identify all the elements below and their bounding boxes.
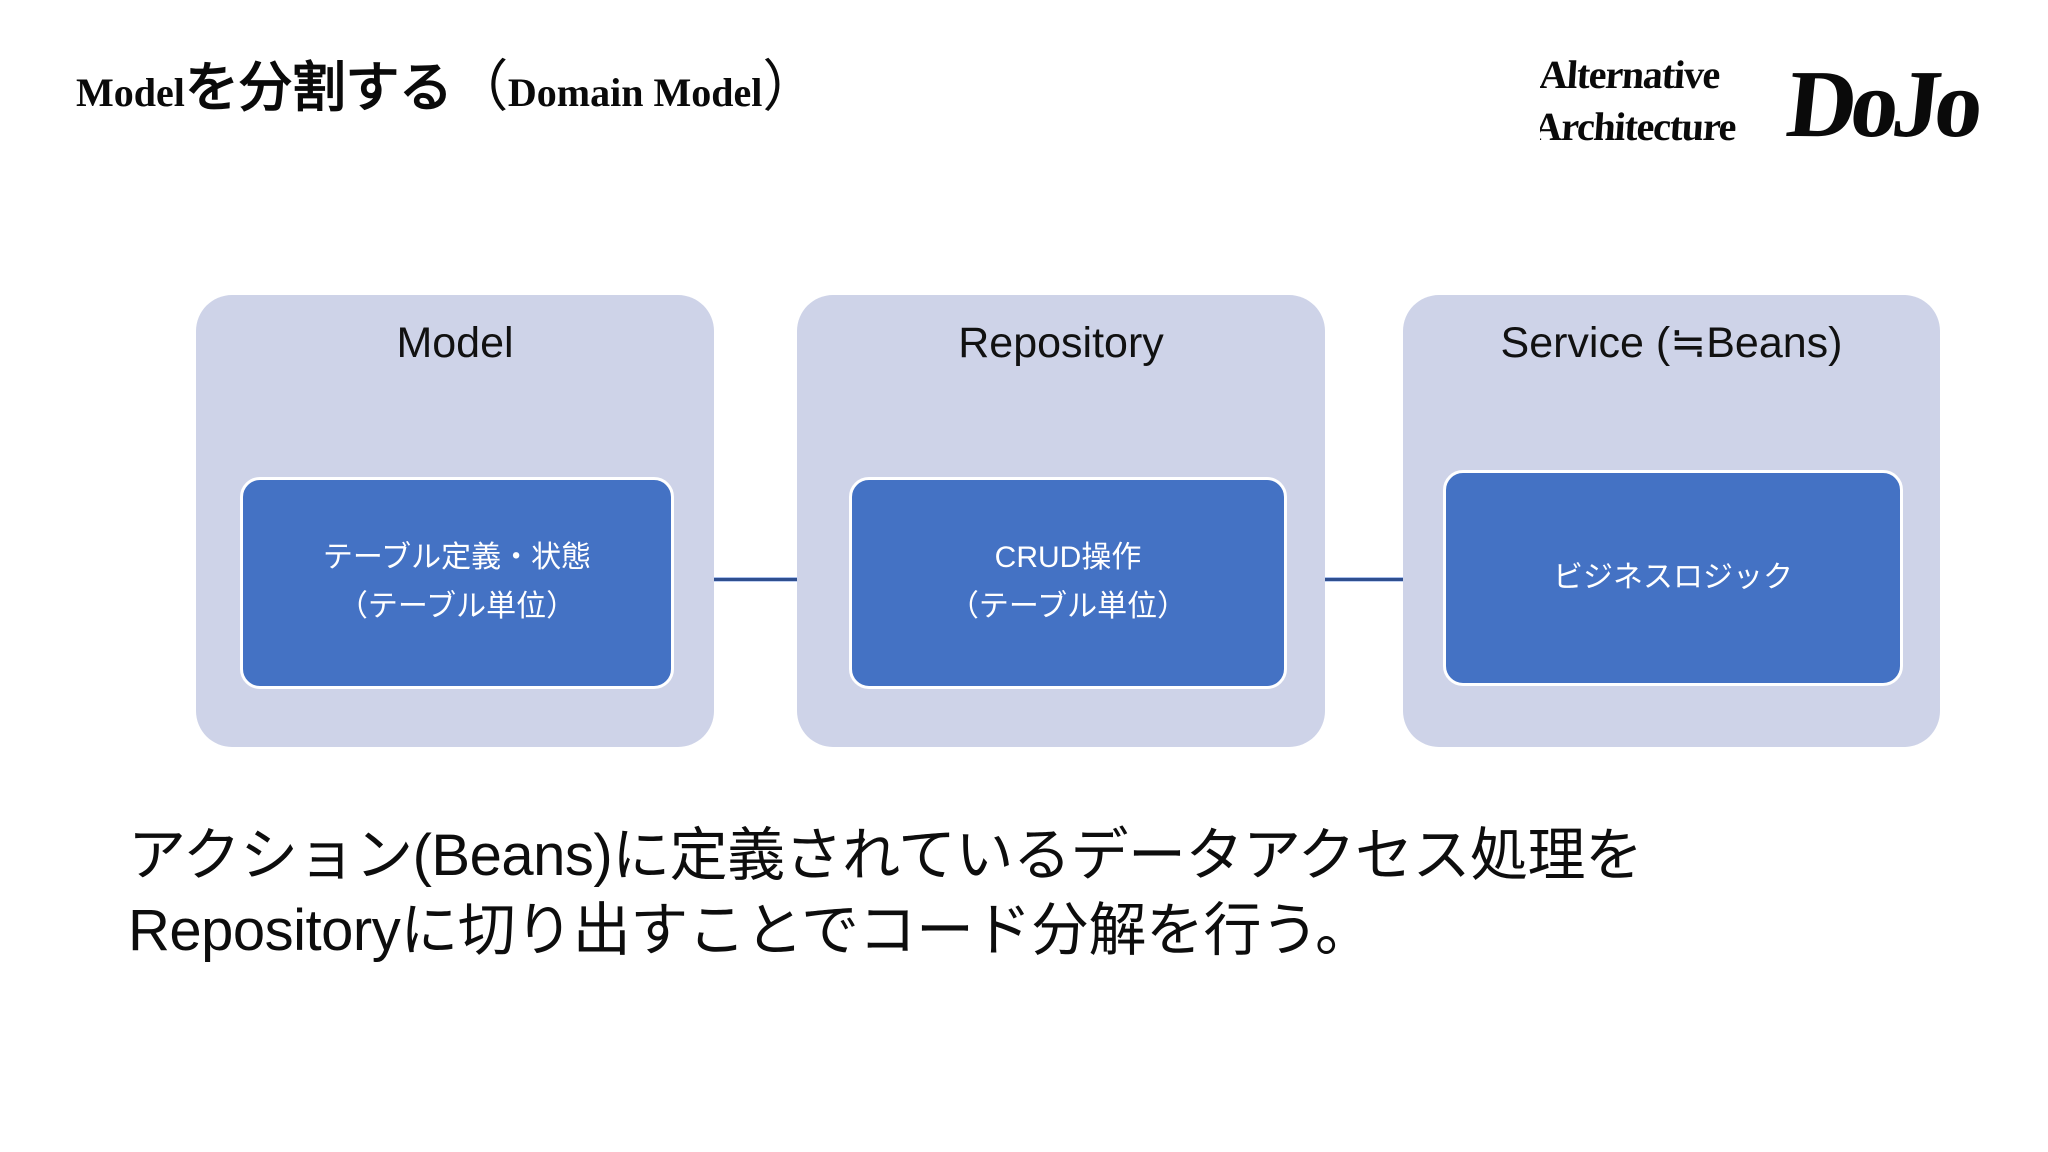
slide-caption-line-2: Repositoryに切り出すことでコード分解を行う。: [128, 898, 1373, 964]
diagram-group-repository-title: Repository: [958, 319, 1164, 367]
slide-caption: アクション(Beans)に定義されているデータアクセス処理を Repositor…: [128, 818, 1928, 969]
diagram-group-service[interactable]: Service (≒Beans) ビジネスロジック: [1403, 295, 1940, 747]
page-title-paren-close: ）: [762, 57, 818, 119]
diagram-group-model[interactable]: Model テーブル定義・状態 （テーブル単位）: [196, 295, 714, 747]
logo-line1-text: Alternative: [1540, 52, 1721, 97]
diagram-card-service[interactable]: ビジネスロジック: [1443, 470, 1903, 686]
diagram-card-model-line-2: （テーブル単位）: [337, 590, 577, 623]
diagram-group-model-title: Model: [396, 319, 514, 367]
logo-wordmark-text: DoJo: [1782, 50, 1985, 156]
diagram-card-repository-line-2: （テーブル単位）: [948, 590, 1188, 623]
page-title: Modelを分割する（Domain Model）: [76, 57, 818, 120]
diagram-card-service-line-1: ビジネスロジック: [1553, 560, 1793, 594]
connector-repository-service: [1270, 578, 1450, 581]
logo-line2-text: Architecture: [1540, 104, 1737, 149]
page-title-paren-open: （: [452, 57, 508, 119]
diagram-group-service-title: Service (≒Beans): [1500, 319, 1843, 367]
page-title-latin-lead: Model: [76, 70, 185, 115]
diagram-group-repository[interactable]: Repository CRUD操作 （テーブル単位）: [797, 295, 1325, 747]
diagram-card-repository-line-1: CRUD操作: [994, 541, 1142, 575]
diagram-card-model[interactable]: テーブル定義・状態 （テーブル単位）: [240, 477, 674, 689]
slide-caption-line-1: アクション(Beans)に定義されているデータアクセス処理を: [128, 823, 1643, 888]
diagram-card-model-line-1: テーブル定義・状態: [322, 541, 592, 575]
connector-model-repository: [673, 578, 850, 581]
alternative-architecture-dojo-logo: Alternative Architecture DoJo: [1540, 36, 2020, 156]
diagram-card-repository[interactable]: CRUD操作 （テーブル単位）: [849, 477, 1287, 689]
page-title-jp: を分割する: [184, 58, 453, 118]
page-title-latin-paren: Domain Model: [507, 70, 763, 115]
